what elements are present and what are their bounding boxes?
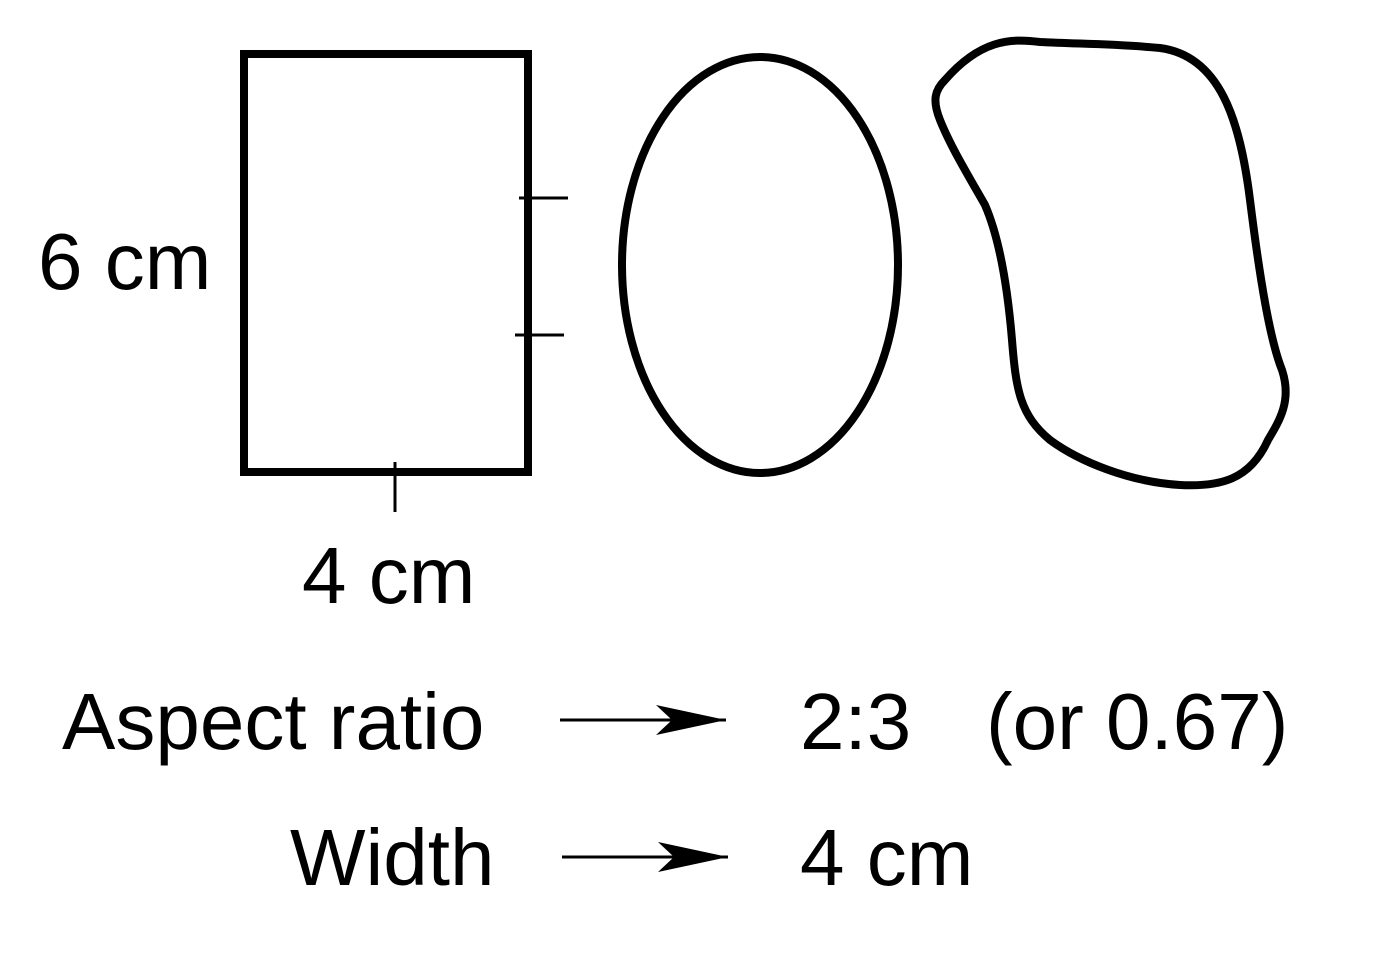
rectangle-shape (240, 50, 532, 476)
width-row-label: Width (290, 813, 495, 902)
aspect-ratio-decimal-value: (or 0.67) (986, 677, 1289, 766)
aspect-ratio-value: 2:3 (800, 677, 912, 766)
aspect-ratio-label: Aspect ratio (62, 677, 485, 766)
rectangle-height-label: 6 cm (38, 217, 212, 306)
ellipse-shape (618, 53, 902, 477)
rectangle-width-label: 4 cm (302, 531, 476, 620)
width-row-value: 4 cm (800, 813, 974, 902)
irregular-shape (931, 36, 1290, 490)
